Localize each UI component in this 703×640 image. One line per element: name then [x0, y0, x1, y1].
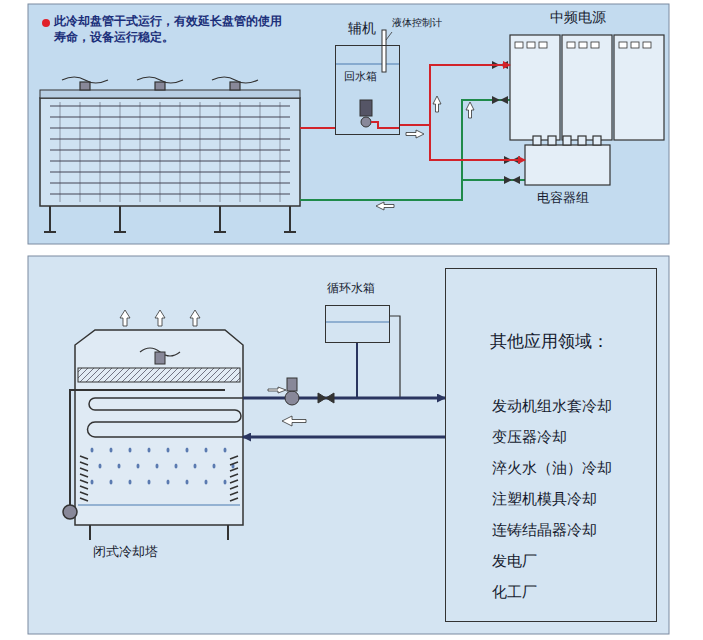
hot-pipe [300, 127, 335, 129]
return-pipe [300, 100, 525, 200]
node-box: 闭式冷却塔 [75, 330, 243, 525]
pump [285, 378, 334, 405]
node-title: 电容器组 [537, 190, 589, 206]
node-box: 循环水箱 [325, 305, 390, 343]
pipe-connector [243, 343, 357, 398]
flow-arrow [376, 96, 474, 210]
node-title: 中频电源 [550, 9, 606, 26]
node-box: 中频电源 [510, 35, 665, 140]
power-cabinet [510, 35, 664, 140]
node-title: 其他应用领域： [490, 331, 609, 351]
node-text: 发动机组水套冷却 [492, 397, 612, 415]
top-panel [28, 4, 669, 244]
node-title: 闭式冷却塔 [93, 544, 158, 560]
node-text: 变压器冷却 [492, 428, 567, 446]
node-text: 连铸结晶器冷却 [492, 521, 597, 539]
dry-cooler [40, 77, 300, 232]
closed-tower [63, 330, 243, 540]
node-text: 发电厂 [492, 552, 537, 570]
node-text: 淬火水（油）冷却 [492, 459, 612, 477]
node-box: 辅机回水箱 [335, 45, 400, 135]
node-box: 其他应用领域： 发动机组水套冷却变压器冷却淬火水（油）冷却注塑机模具冷却连铸结晶器… [445, 268, 657, 622]
water-level [326, 321, 389, 322]
float-pipe [390, 316, 400, 398]
node-text: 回水箱 [344, 70, 377, 83]
node-title: 辅机 [348, 20, 376, 37]
leader-line [386, 32, 392, 40]
part-label: 液体控制计 [392, 16, 442, 30]
air-arrow [120, 310, 306, 426]
bullet [42, 19, 50, 27]
node-text: 化工厂 [492, 583, 537, 601]
pipe-connector [243, 436, 445, 439]
pipe-connector [400, 65, 510, 125]
capacitor-bank [525, 136, 610, 185]
node-box: 电容器组 [525, 145, 610, 185]
pipe-connector [400, 125, 525, 160]
node-title: 循环水箱 [327, 281, 375, 295]
node-text: 注塑机模具冷却 [492, 490, 597, 508]
note-text: 此冷却盘管干式运行，有效延长盘管的使用寿命，设备运行稳定。 [54, 13, 286, 45]
bottom-panel [28, 256, 669, 634]
